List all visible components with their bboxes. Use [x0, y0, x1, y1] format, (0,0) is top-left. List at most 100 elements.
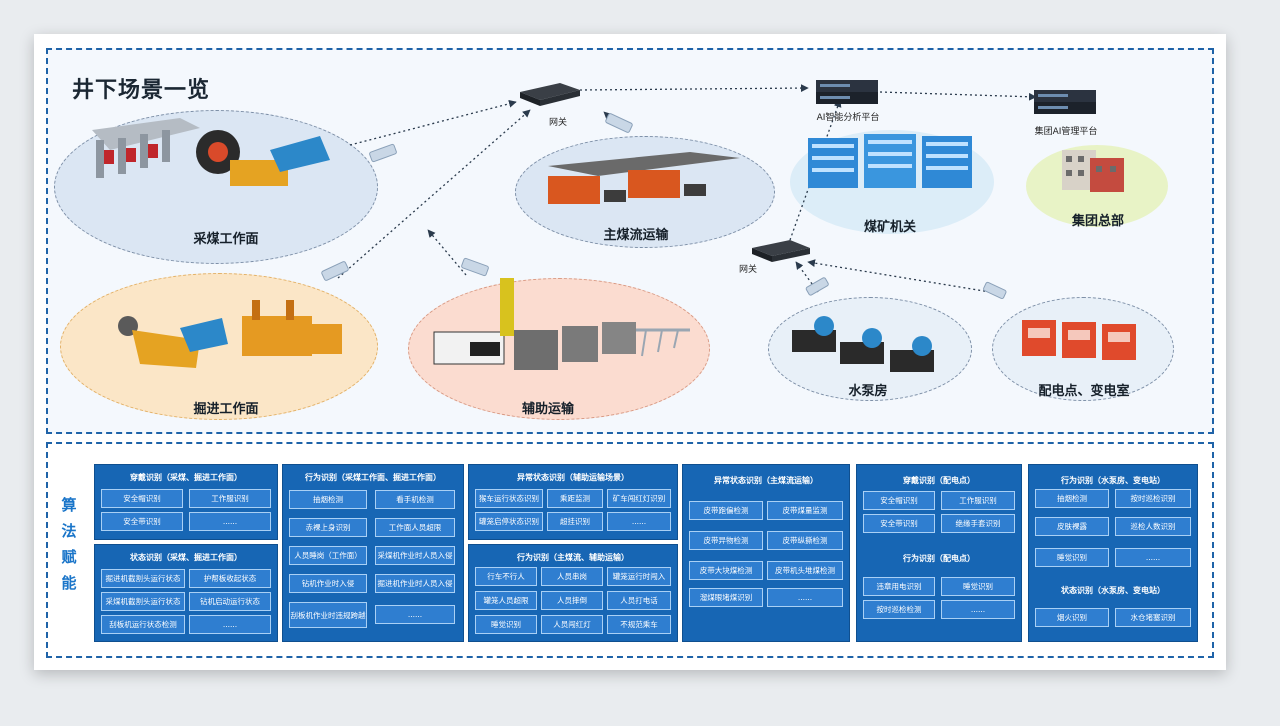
algo-item: 行车不行人 [475, 567, 537, 586]
gateway-top-label: 网关 [548, 118, 568, 128]
card-title: 行为识别（采煤工作面、掘进工作面） [305, 473, 441, 482]
gateway-icon [520, 83, 580, 106]
algo-item: 人员摔倒 [541, 591, 603, 610]
water-pumps-illustration [792, 316, 934, 372]
pump-room-label: 水泵房 [848, 384, 888, 399]
algo-item: 巡检人数识别 [1115, 517, 1191, 536]
aux-transport-label: 辅助运输 [521, 402, 575, 417]
algo-item: 罐笼人员超限 [475, 591, 537, 610]
algo-item: 工作服识别 [941, 491, 1015, 510]
card-title: 行为识别（配电点） [903, 554, 975, 563]
hq-building-illustration [1062, 150, 1124, 192]
shearer-illustration [92, 118, 330, 186]
algo-item: 罐笼运行时闯入 [607, 567, 671, 586]
transport-behavior-card: 行为识别（主煤流、辅助运输） 行车不行人 人员串岗 罐笼运行时闯入 罐笼人员超限… [468, 544, 678, 642]
office-buildings-illustration [808, 134, 972, 188]
algo-item: 皮肤裸露 [1035, 517, 1109, 536]
card-title: 行为识别（主煤流、辅助运输） [517, 553, 629, 562]
ai-platform-label: AI智能分析平台 [816, 113, 880, 123]
coal-office-label: 煤矿机关 [863, 220, 917, 235]
server-icon [1034, 90, 1096, 114]
card-title: 异常状态识别（辅助运输场景） [517, 473, 629, 482]
behavior-recognition-card: 行为识别（采煤工作面、掘进工作面） 抽烟检测 看手机检测 赤裸上身识别 工作面人… [282, 464, 464, 642]
group-hq-label: 集团总部 [1071, 214, 1125, 229]
tunneling-machine-illustration [118, 300, 342, 368]
algo-item: 皮带纵撕检测 [767, 531, 843, 550]
algo-item: 钻机作业时入侵 [289, 574, 367, 593]
algo-item: 乘距监测 [547, 489, 603, 508]
power-room-label: 配电点、变电室 [1038, 384, 1130, 399]
card-title: 穿戴识别（采煤、掘进工作面） [130, 473, 242, 482]
algo-item: 罐笼启停状态识别 [475, 512, 543, 531]
algo-item: ...... [1115, 548, 1191, 567]
algo-item: 按时巡检检测 [863, 600, 935, 619]
pump-substation-card: 行为识别（水泵房、变电站） 抽烟检测 按时巡检识别 皮肤裸露 巡检人数识别 睡觉… [1028, 464, 1198, 642]
card-title: 异常状态识别（主煤流运输） [714, 476, 818, 485]
algo-item: ...... [607, 512, 671, 531]
algo-item: 钻机启动运行状态 [189, 592, 271, 611]
algo-item: 采煤机截割头运行状态 [101, 592, 185, 611]
tunneling-face-label: 掘进工作面 [193, 402, 259, 417]
algo-item: 人员睡岗（工作面） [289, 546, 367, 565]
algo-item: 刮板机作业时违规跨越 [289, 602, 367, 628]
algo-item: 绝缘手套识别 [941, 514, 1015, 533]
wear-recognition-card: 穿戴识别（采煤、掘进工作面） 安全帽识别 工作服识别 安全带识别 ...... [94, 464, 278, 540]
algorithm-title-char: 赋 [61, 548, 77, 566]
conveyor-anomaly-card: 异常状态识别（主煤流运输） 皮带跑偏检测 皮带煤量监测 皮带异物检测 皮带纵撕检… [682, 464, 850, 642]
algo-item: 不规范乘车 [607, 615, 671, 634]
card-title: 穿戴识别（配电点） [903, 476, 975, 485]
algo-item: 安全带识别 [101, 512, 183, 531]
scene-title: 井下场景一览 [72, 78, 211, 103]
algo-item: ...... [189, 615, 271, 634]
algo-item: 采煤机作业时人员入侵 [375, 546, 455, 565]
algo-item: 睡觉识别 [941, 577, 1015, 596]
algo-item: 刮板机运行状态检测 [101, 615, 185, 634]
algo-item: 猴车运行状态识别 [475, 489, 543, 508]
algo-item: 皮带机头堆煤检测 [767, 561, 843, 580]
algo-item: 抽烟检测 [1035, 489, 1109, 508]
algorithm-title-char: 法 [61, 522, 77, 540]
algo-item: 按时巡检识别 [1115, 489, 1191, 508]
algo-item: 睡觉识别 [1035, 548, 1109, 567]
algo-item: 看手机检测 [375, 490, 455, 509]
gateway-right-label: 网关 [738, 265, 758, 275]
algo-item: 超挂识别 [547, 512, 603, 531]
algorithm-title-char: 算 [61, 496, 77, 514]
algo-item: 安全帽识别 [863, 491, 935, 510]
algo-item: 护帮板收起状态 [189, 569, 271, 588]
algo-item: 皮带大块煤检测 [689, 561, 763, 580]
algo-item: 水仓堵塞识别 [1115, 608, 1191, 627]
algorithm-title-char: 能 [61, 574, 77, 592]
card-title: 状态识别（采煤、掘进工作面） [130, 553, 242, 562]
algorithm-title: 算 法 赋 能 [60, 492, 78, 596]
algo-item: ...... [941, 600, 1015, 619]
algo-item: 皮带跑偏检测 [689, 501, 763, 520]
algo-item: 掘进机截割头运行状态 [101, 569, 185, 588]
algo-item: 掘进机作业时人员入侵 [375, 574, 455, 593]
algo-item: 人员闯红灯 [541, 615, 603, 634]
algo-item: ...... [375, 605, 455, 624]
camera-icon [321, 113, 1007, 300]
mining-face-label: 采煤工作面 [193, 232, 259, 247]
algo-item: 工作面人员超限 [375, 518, 455, 537]
card-title: 行为识别（水泵房、变电站） [1061, 476, 1165, 485]
power-room-card: 穿戴识别（配电点） 安全帽识别 工作服识别 安全带识别 绝缘手套识别 行为识别（… [856, 464, 1022, 642]
algo-item: ...... [189, 512, 271, 531]
algo-item: 矿车闯红灯识别 [607, 489, 671, 508]
algo-item: 皮带煤量监测 [767, 501, 843, 520]
algo-item: 抽烟检测 [289, 490, 367, 509]
algo-item: 安全帽识别 [101, 489, 183, 508]
server-icon [816, 80, 878, 104]
algo-item: 人员串岗 [541, 567, 603, 586]
algo-item: 违章用电识别 [863, 577, 935, 596]
aux-anomaly-card: 异常状态识别（辅助运输场景） 猴车运行状态识别 乘距监测 矿车闯红灯识别 罐笼启… [468, 464, 678, 540]
algo-item: 睡觉识别 [475, 615, 537, 634]
algo-item: 人员打电话 [607, 591, 671, 610]
aux-vehicles-illustration [433, 278, 690, 370]
algo-item: 皮带异物检测 [689, 531, 763, 550]
state-recognition-card: 状态识别（采煤、掘进工作面） 掘进机截割头运行状态 护帮板收起状态 采煤机截割头… [94, 544, 278, 642]
main-transport-label: 主煤流运输 [603, 228, 669, 243]
algo-item: 安全带识别 [863, 514, 935, 533]
conveyor-illustration [548, 152, 740, 204]
algo-item: 溜煤眼堵煤识别 [689, 588, 763, 607]
